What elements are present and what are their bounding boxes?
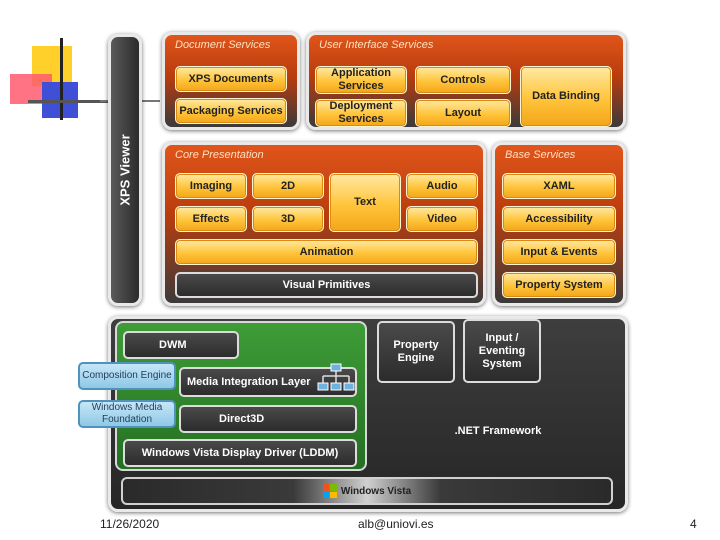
xps-viewer-label: XPS Viewer <box>117 134 133 206</box>
property-system-box: Property System <box>502 272 616 298</box>
vertical-line-decoration <box>60 38 63 120</box>
animation-box: Animation <box>175 239 478 265</box>
3d-box: 3D <box>252 206 324 232</box>
media-integration-layer-label: Media Integration Layer <box>187 375 311 388</box>
input-events-box: Input & Events <box>502 239 616 265</box>
imaging-box: Imaging <box>175 173 247 199</box>
windows-media-foundation-box: Windows Media Foundation <box>78 400 176 428</box>
controls-box: Controls <box>415 66 511 94</box>
footer-page-number: 4 <box>690 517 697 531</box>
document-services-title: Document Services <box>175 39 271 51</box>
direct3d-label: Direct3D <box>219 412 265 425</box>
windows-vista-label: Windows Vista <box>340 485 412 497</box>
layout-box: Layout <box>415 99 511 127</box>
packaging-services-box: Packaging Services <box>175 98 287 124</box>
dwm-label: DWM <box>159 338 187 351</box>
base-services-panel: Base Services XAML Accessibility Input &… <box>492 142 626 306</box>
horizontal-line-decoration <box>28 100 110 103</box>
effects-box: Effects <box>175 206 247 232</box>
windows-vista-bar: Windows Vista <box>121 477 613 505</box>
base-services-title: Base Services <box>505 149 576 161</box>
green-media-panel: DWM Media Integration Layer Direct3D Win… <box>115 321 367 471</box>
direct3d-box: Direct3D <box>179 405 357 433</box>
input-eventing-system-box: Input / Eventing System <box>463 319 541 383</box>
net-framework-area: .NET Framework <box>373 391 623 471</box>
video-box: Video <box>406 206 478 232</box>
footer-email: alb@uniovi.es <box>358 517 434 531</box>
network-diagram-icon <box>315 363 357 397</box>
composition-engine-box: Composition Engine <box>78 362 176 390</box>
display-driver-box: Windows Vista Display Driver (LDDM) <box>123 439 357 467</box>
architecture-diagram: XPS Viewer Document Services XPS Documen… <box>78 30 628 512</box>
application-services-box: Application Services <box>315 66 407 94</box>
core-presentation-panel: Core Presentation Imaging 2D Text Audio … <box>162 142 486 306</box>
xps-documents-box: XPS Documents <box>175 66 287 92</box>
accessibility-box: Accessibility <box>502 206 616 232</box>
visual-primitives-box: Visual Primitives <box>175 272 478 298</box>
ui-services-title: User Interface Services <box>319 39 434 51</box>
document-services-panel: Document Services XPS Documents Packagin… <box>162 32 300 130</box>
footer-date: 11/26/2020 <box>100 517 160 531</box>
windows-logo-icon <box>322 484 337 498</box>
xps-viewer-bar: XPS Viewer <box>108 34 142 306</box>
core-presentation-title: Core Presentation <box>175 149 264 161</box>
ui-services-panel: User Interface Services Application Serv… <box>306 32 626 130</box>
net-framework-label: .NET Framework <box>454 425 542 437</box>
xaml-box: XAML <box>502 173 616 199</box>
text-box: Text <box>329 173 401 232</box>
property-engine-box: Property Engine <box>377 321 455 383</box>
deployment-services-box: Deployment Services <box>315 99 407 127</box>
dwm-box: DWM <box>123 331 239 359</box>
2d-box: 2D <box>252 173 324 199</box>
system-base-panel: DWM Media Integration Layer Direct3D Win… <box>108 316 628 512</box>
data-binding-box: Data Binding <box>520 66 612 127</box>
audio-box: Audio <box>406 173 478 199</box>
media-integration-layer-box: Media Integration Layer <box>179 367 357 397</box>
